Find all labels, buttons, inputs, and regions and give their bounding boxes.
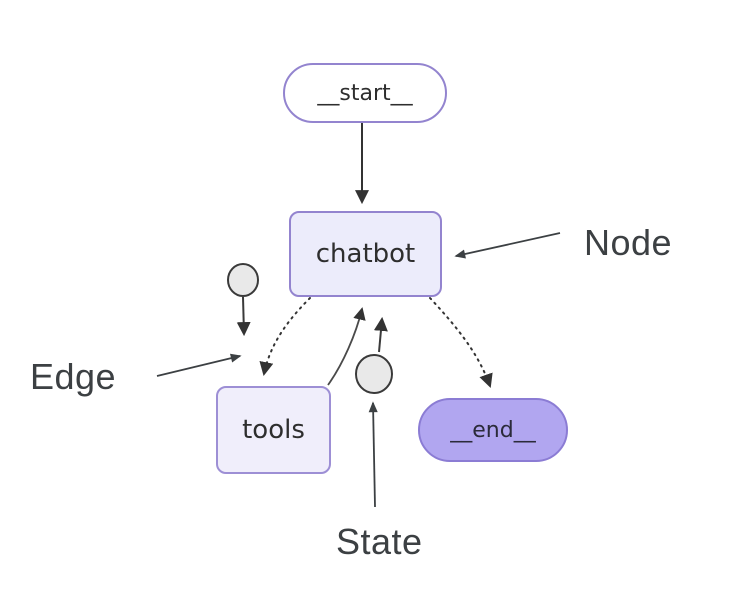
node-tools: tools bbox=[216, 386, 331, 474]
state-marker-arrow-down bbox=[236, 296, 251, 337]
node-callout-arrow bbox=[454, 232, 561, 259]
state-marker-circle-icon bbox=[227, 263, 259, 297]
state-marker-arrow-up bbox=[373, 316, 388, 353]
node-end: __end__ bbox=[418, 398, 568, 462]
edge-chatbot-to-end-dotted bbox=[429, 297, 493, 388]
node-start-label: __start__ bbox=[317, 80, 413, 106]
annotation-edge-label: Edge bbox=[30, 356, 117, 397]
edge-callout-arrow bbox=[156, 353, 242, 377]
edge-tools-to-chatbot bbox=[327, 307, 366, 386]
node-chatbot-label: chatbot bbox=[315, 239, 416, 269]
state-marker-circle-icon bbox=[355, 354, 393, 394]
node-start: __start__ bbox=[283, 63, 447, 123]
annotation-node-label: Node bbox=[584, 222, 673, 263]
state-callout-arrow bbox=[368, 401, 378, 508]
node-end-label: __end__ bbox=[450, 417, 536, 443]
edge-chatbot-to-tools-dotted bbox=[259, 297, 311, 377]
node-chatbot: chatbot bbox=[289, 211, 442, 297]
node-tools-label: tools bbox=[242, 415, 305, 445]
annotation-state-label: State bbox=[336, 521, 423, 562]
